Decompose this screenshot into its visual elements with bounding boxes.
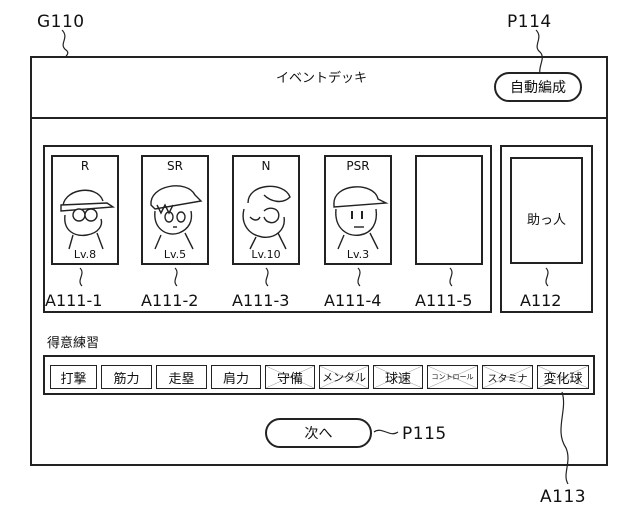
skill-label: 筋力 [113, 368, 139, 387]
skill-running[interactable]: 走塁 [156, 365, 207, 389]
card-level: Lv.3 [326, 248, 390, 261]
card-level: Lv.8 [53, 248, 117, 261]
player-portrait-icon [53, 175, 117, 253]
leader-g110 [62, 30, 68, 56]
card-rarity: PSR [326, 159, 390, 173]
skill-arm[interactable]: 肩力 [211, 365, 261, 389]
ref-label-card-2: A111-2 [141, 291, 198, 310]
ref-label-a112: A112 [520, 291, 561, 310]
next-button[interactable]: 次へ [265, 418, 372, 448]
ref-label-card-5: A111-5 [415, 291, 472, 310]
player-portrait-icon [326, 175, 390, 253]
cross-mark-icon [320, 366, 368, 388]
ref-label-a113: A113 [540, 487, 586, 507]
skill-label: 肩力 [223, 368, 249, 387]
skill-velocity[interactable]: 球速 [373, 365, 423, 389]
player-portrait-icon [234, 175, 298, 253]
skill-mental[interactable]: メンタル [319, 365, 369, 389]
header-divider [30, 117, 608, 119]
ref-label-p115: P115 [402, 424, 447, 444]
card-rarity: SR [143, 159, 207, 173]
card-rarity: N [234, 159, 298, 173]
skill-strength[interactable]: 筋力 [101, 365, 152, 389]
skill-label: 打撃 [60, 368, 86, 387]
deck-card-1[interactable]: R Lv.8 [51, 155, 119, 265]
ref-label-card-1: A111-1 [45, 291, 102, 310]
skill-batting[interactable]: 打撃 [50, 365, 97, 389]
cross-mark-icon [428, 366, 477, 388]
skill-stamina[interactable]: スタミナ [482, 365, 533, 389]
player-portrait-icon [143, 175, 207, 253]
ref-label-g110: G110 [37, 12, 85, 32]
page-title: イベントデッキ [276, 67, 367, 86]
cross-mark-icon [374, 366, 422, 388]
helper-card[interactable]: 助っ人 [510, 157, 583, 264]
ref-label-card-3: A111-3 [232, 291, 289, 310]
cross-mark-icon [483, 366, 532, 388]
ref-label-p114: P114 [507, 12, 552, 32]
skill-defense[interactable]: 守備 [265, 365, 315, 389]
card-level: Lv.5 [143, 248, 207, 261]
skill-control[interactable]: コントロール [427, 365, 478, 389]
deck-card-3[interactable]: N Lv.10 [232, 155, 300, 265]
skill-breaking-ball[interactable]: 変化球 [537, 365, 589, 389]
deck-card-4[interactable]: PSR Lv.3 [324, 155, 392, 265]
skill-label: 走塁 [168, 368, 194, 387]
auto-build-button[interactable]: 自動編成 [494, 72, 582, 102]
helper-label: 助っ人 [512, 209, 581, 228]
ref-label-card-4: A111-4 [324, 291, 381, 310]
cross-mark-icon [538, 366, 588, 388]
deck-card-5-empty[interactable] [415, 155, 483, 265]
practice-section-label: 得意練習 [47, 332, 99, 351]
card-level: Lv.10 [234, 248, 298, 261]
deck-card-2[interactable]: SR Lv.5 [141, 155, 209, 265]
cross-mark-icon [266, 366, 314, 388]
card-rarity: R [53, 159, 117, 173]
